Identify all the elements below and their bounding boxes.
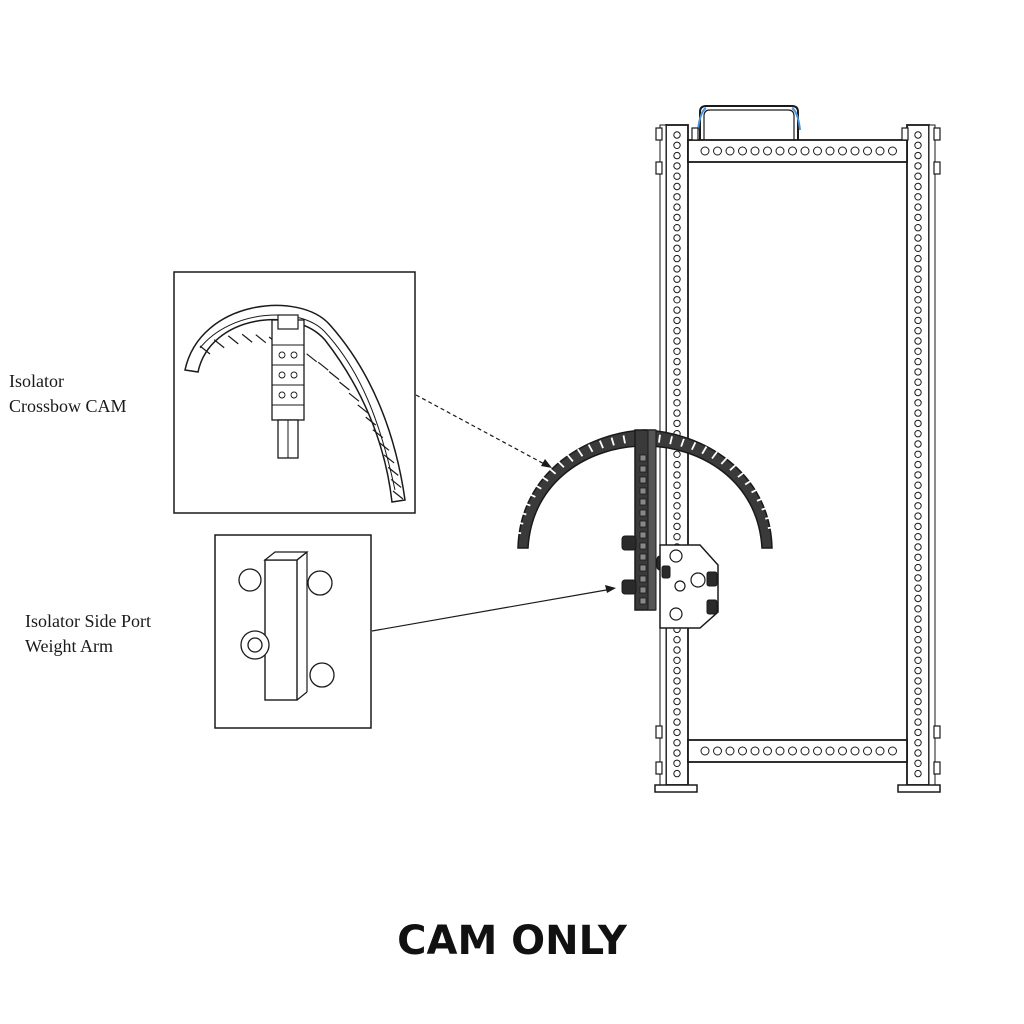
leader-line-cam (415, 394, 552, 468)
crossbow-cam-label: Isolator Crossbow CAM (9, 369, 127, 419)
crossbow-cam-label-line1: Isolator (9, 371, 64, 391)
leader-line-arm (371, 585, 616, 632)
side-port-weight-arm-inset (214, 534, 372, 729)
caption-title: CAM ONLY (397, 918, 627, 964)
mounted-side-port-plate (659, 544, 719, 629)
side-port-arm-label-line1: Isolator Side Port (25, 611, 151, 631)
mounted-crossbow-cam (511, 429, 778, 611)
crossbow-cam-inset (173, 271, 416, 514)
crossbow-cam-label-line2: Crossbow CAM (9, 396, 127, 416)
side-port-arm-label-line2: Weight Arm (25, 636, 114, 656)
side-port-arm-label: Isolator Side Port Weight Arm (25, 609, 151, 659)
